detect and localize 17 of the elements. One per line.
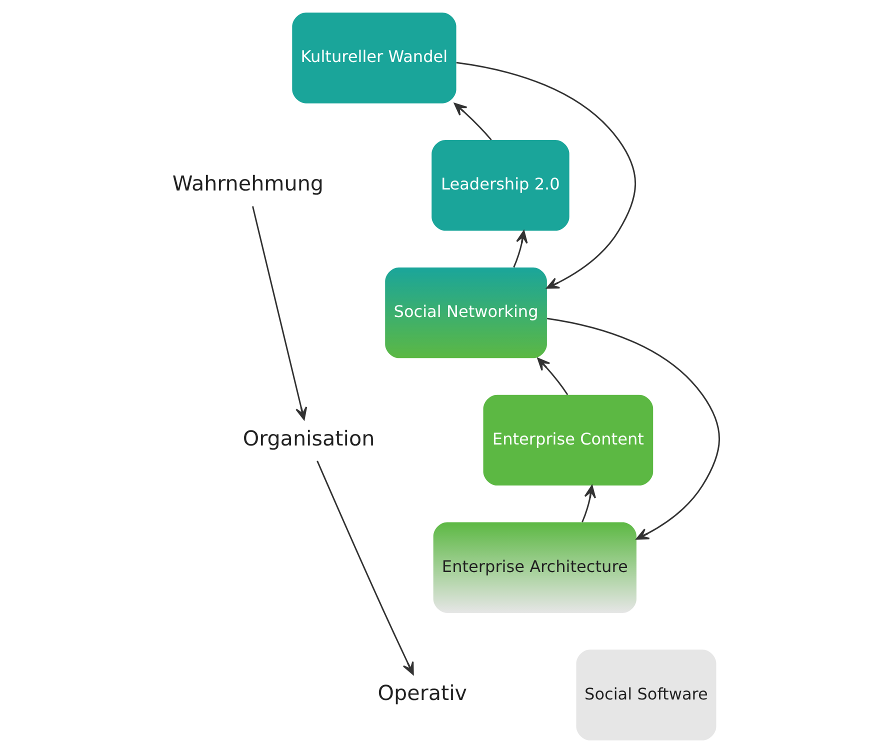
- arrow: [252, 206, 308, 420]
- arrow: [537, 358, 568, 396]
- node-box: Social Networking: [385, 267, 547, 358]
- arrow: [316, 460, 414, 676]
- arrow: [513, 230, 528, 268]
- arrow: [454, 102, 492, 140]
- node-box: Enterprise Architecture: [433, 522, 636, 613]
- arrow: [546, 318, 720, 540]
- arrow: [456, 62, 636, 289]
- arrow: [582, 485, 596, 522]
- node-text: Organisation: [242, 426, 375, 450]
- node-text: Wahrnehmung: [172, 171, 324, 196]
- node-box: Social Software: [576, 650, 716, 740]
- node-box: Kultureller Wandel: [292, 12, 456, 104]
- node-box: Leadership 2.0: [432, 140, 570, 231]
- node-box: Enterprise Content: [483, 394, 654, 486]
- node-text: Operativ: [378, 681, 468, 706]
